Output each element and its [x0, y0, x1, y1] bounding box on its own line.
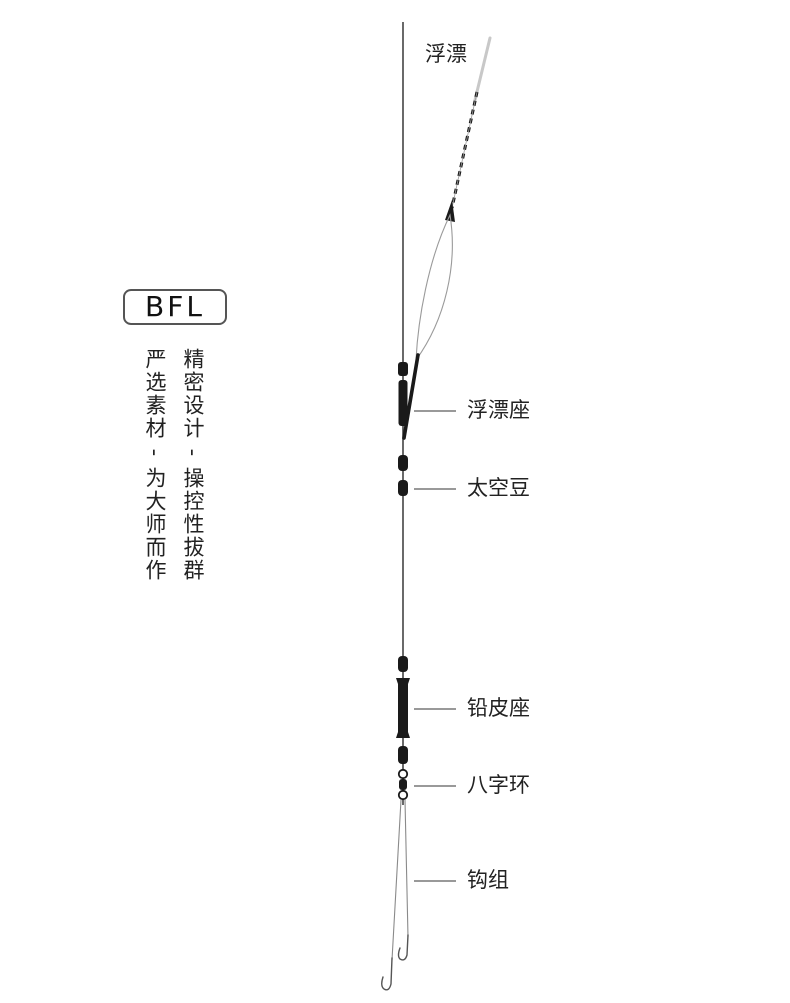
- slogan-right-column: 精密设计 - 操控性拔群: [181, 348, 205, 582]
- slogan-left-column: 严选素材 - 为大师而作: [143, 348, 167, 582]
- label-float: 浮漂: [425, 42, 467, 66]
- space-beans-illustration: [398, 455, 408, 496]
- callout-lines: [414, 410, 456, 882]
- label-space-beans: 太空豆: [467, 476, 530, 500]
- float-antenna-core: [451, 91, 478, 209]
- float-seat-upper: [398, 362, 408, 376]
- label-sinker-seat: 铅皮座: [467, 696, 530, 720]
- hook-long: [381, 957, 393, 991]
- hook-leader-short: [404, 799, 409, 938]
- sinker-seat-body: [398, 678, 408, 738]
- brand-badge: BFL: [123, 289, 227, 325]
- swivel-barrel: [399, 779, 407, 790]
- space-bean: [398, 455, 408, 471]
- float-seat-body: [398, 380, 408, 426]
- float-antenna-tip: [473, 36, 492, 102]
- float-body: [415, 213, 453, 362]
- float-shoulder: [445, 200, 455, 222]
- sinker-seat-flare-top: [396, 678, 410, 684]
- hook-set-illustration: [381, 799, 409, 991]
- hook-leader-long: [391, 799, 402, 961]
- sinker-seat-flare-bottom: [396, 732, 410, 738]
- hook-short: [397, 934, 409, 961]
- float-seat-illustration: [398, 362, 408, 426]
- sinker-bean-upper: [398, 656, 408, 672]
- space-bean: [398, 480, 408, 496]
- label-swivel: 八字环: [467, 773, 530, 797]
- float-illustration: [402, 36, 492, 440]
- label-hook-set: 钩组: [467, 868, 509, 892]
- sinker-seat-illustration: [396, 656, 410, 764]
- sinker-bean-lower: [398, 746, 408, 764]
- swivel-illustration: [397, 768, 409, 801]
- swivel-ring-bottom: [397, 789, 409, 801]
- label-float-seat: 浮漂座: [467, 398, 530, 422]
- swivel-ring-top: [397, 768, 409, 780]
